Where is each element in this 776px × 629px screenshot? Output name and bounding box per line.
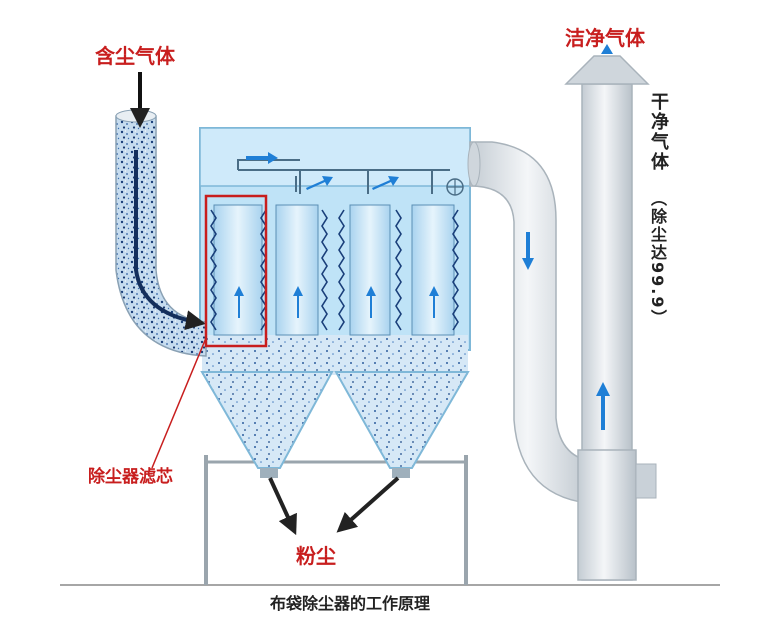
filter-highlight-frame <box>204 194 268 348</box>
hopper-outlet-right <box>392 468 410 478</box>
inlet-label: 含尘气体 <box>95 44 175 68</box>
flow-arrow-icon <box>596 382 610 430</box>
support-frame <box>204 455 468 585</box>
hopper-left <box>200 371 334 469</box>
side-note-paren: （除尘达99.9） <box>648 190 667 328</box>
filter-bags <box>213 204 455 336</box>
chimney-base <box>577 449 637 581</box>
side-note-main: 干净气体 <box>648 92 669 172</box>
chimney-port <box>635 463 657 499</box>
dust-cake <box>210 209 459 331</box>
flow-arrow-icon <box>246 152 399 190</box>
diagram-caption: 布袋除尘器的工作原理 <box>270 594 431 613</box>
inlet-flow-arrow <box>134 150 206 331</box>
hopper-outlet-left <box>260 468 278 478</box>
dust-arrow <box>336 476 400 533</box>
flow-arrow-icon <box>522 232 534 270</box>
filter-bag <box>213 204 263 336</box>
inlet-pipe <box>115 115 207 357</box>
inlet-mouth <box>115 109 157 123</box>
dust-arrow <box>268 477 297 536</box>
dust-label: 粉尘 <box>296 544 336 568</box>
dust-layer <box>202 335 468 375</box>
filter-pointer-line <box>151 337 207 469</box>
filter-label: 除尘器滤芯 <box>88 467 173 487</box>
outlet-label: 洁净气体 <box>565 26 645 50</box>
flow-arrow-icon <box>234 286 439 318</box>
pulse-pipes <box>237 159 450 194</box>
hopper-right <box>334 371 470 469</box>
housing-top-chamber <box>199 127 471 187</box>
outlet-arrow <box>601 44 613 54</box>
chimney-cap <box>564 55 650 85</box>
